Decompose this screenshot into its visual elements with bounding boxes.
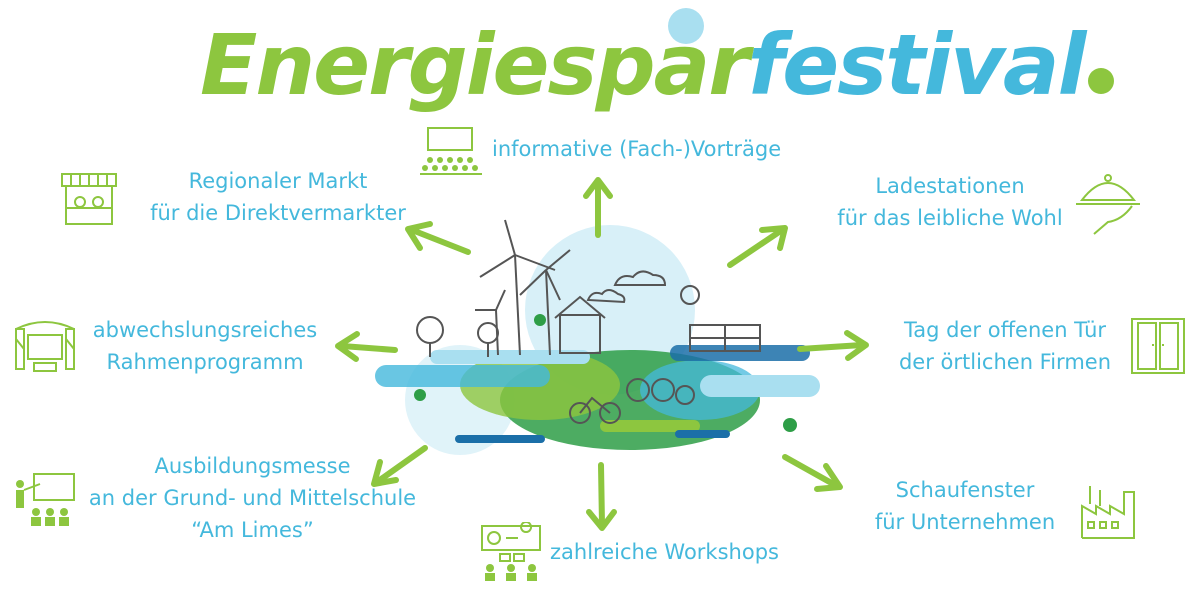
title-part-energiespar: Energiespar xyxy=(200,16,750,114)
festival-title: Energiesparfestival xyxy=(200,20,1115,110)
label-workshops: zahlreiche Workshops xyxy=(550,536,779,568)
label-line: abwechslungsreiches xyxy=(92,318,318,342)
label-line: Schaufenster xyxy=(895,478,1035,502)
lecture-audience-icon xyxy=(420,127,482,175)
label-markt: Regionaler Markt für die Direktvermarkte… xyxy=(128,165,428,229)
label-line: zahlreiche Workshops xyxy=(550,540,779,564)
label-line: an der Grund- und Mittelschule xyxy=(88,486,417,510)
presentation-board-icon xyxy=(16,473,75,526)
arrow-to-workshops xyxy=(586,462,617,531)
label-line: für das leibliche Wohl xyxy=(837,206,1063,230)
label-line: der örtlichen Firmen xyxy=(898,350,1112,374)
label-line: Regionaler Markt xyxy=(188,169,368,193)
label-line: für die Direktvermarkter xyxy=(150,201,406,225)
arrow-to-rahmenprogramm xyxy=(335,331,398,362)
label-ladestationen: Ladestationen für das leibliche Wohl xyxy=(825,170,1075,234)
factory-icon xyxy=(1081,486,1135,539)
label-tag-offene-tuer: Tag der offenen Tür der örtlichen Firmen xyxy=(880,314,1130,378)
title-dot xyxy=(1088,68,1115,94)
label-line: “Am Limes” xyxy=(191,518,314,542)
central-eco-city-illustration xyxy=(375,219,820,455)
food-cloche-icon xyxy=(1076,174,1140,235)
arrow-to-ladestationen xyxy=(727,225,788,268)
arrow-to-markt xyxy=(405,221,471,255)
label-line: Tag der offenen Tür xyxy=(903,318,1107,342)
arrow-to-tag-offene-tuer xyxy=(797,330,869,361)
label-ausbildungsmesse: Ausbildungsmesse an der Grund- und Mitte… xyxy=(80,450,425,546)
label-rahmenprogramm: abwechslungsreiches Rahmenprogramm xyxy=(80,314,330,378)
label-vortraege: informative (Fach-)Vorträge xyxy=(492,133,781,165)
title-part-festival: festival xyxy=(747,16,1087,114)
workshop-icon xyxy=(481,522,541,581)
arrow-to-vortraege xyxy=(583,177,613,238)
label-line: Rahmenprogramm xyxy=(106,350,304,374)
label-line: Ladestationen xyxy=(875,174,1025,198)
title-bubble-decoration xyxy=(668,8,704,44)
label-schaufenster: Schaufenster für Unternehmen xyxy=(860,474,1070,538)
arrow-to-ausbildungsmesse xyxy=(371,445,428,487)
label-line: Ausbildungsmesse xyxy=(154,454,351,478)
label-line: informative (Fach-)Vorträge xyxy=(492,137,782,161)
double-door-icon xyxy=(1131,318,1185,374)
label-line: für Unternehmen xyxy=(874,510,1056,534)
arrow-to-schaufenster xyxy=(782,454,843,492)
stage-icon xyxy=(15,321,75,372)
market-stall-icon xyxy=(61,173,117,225)
